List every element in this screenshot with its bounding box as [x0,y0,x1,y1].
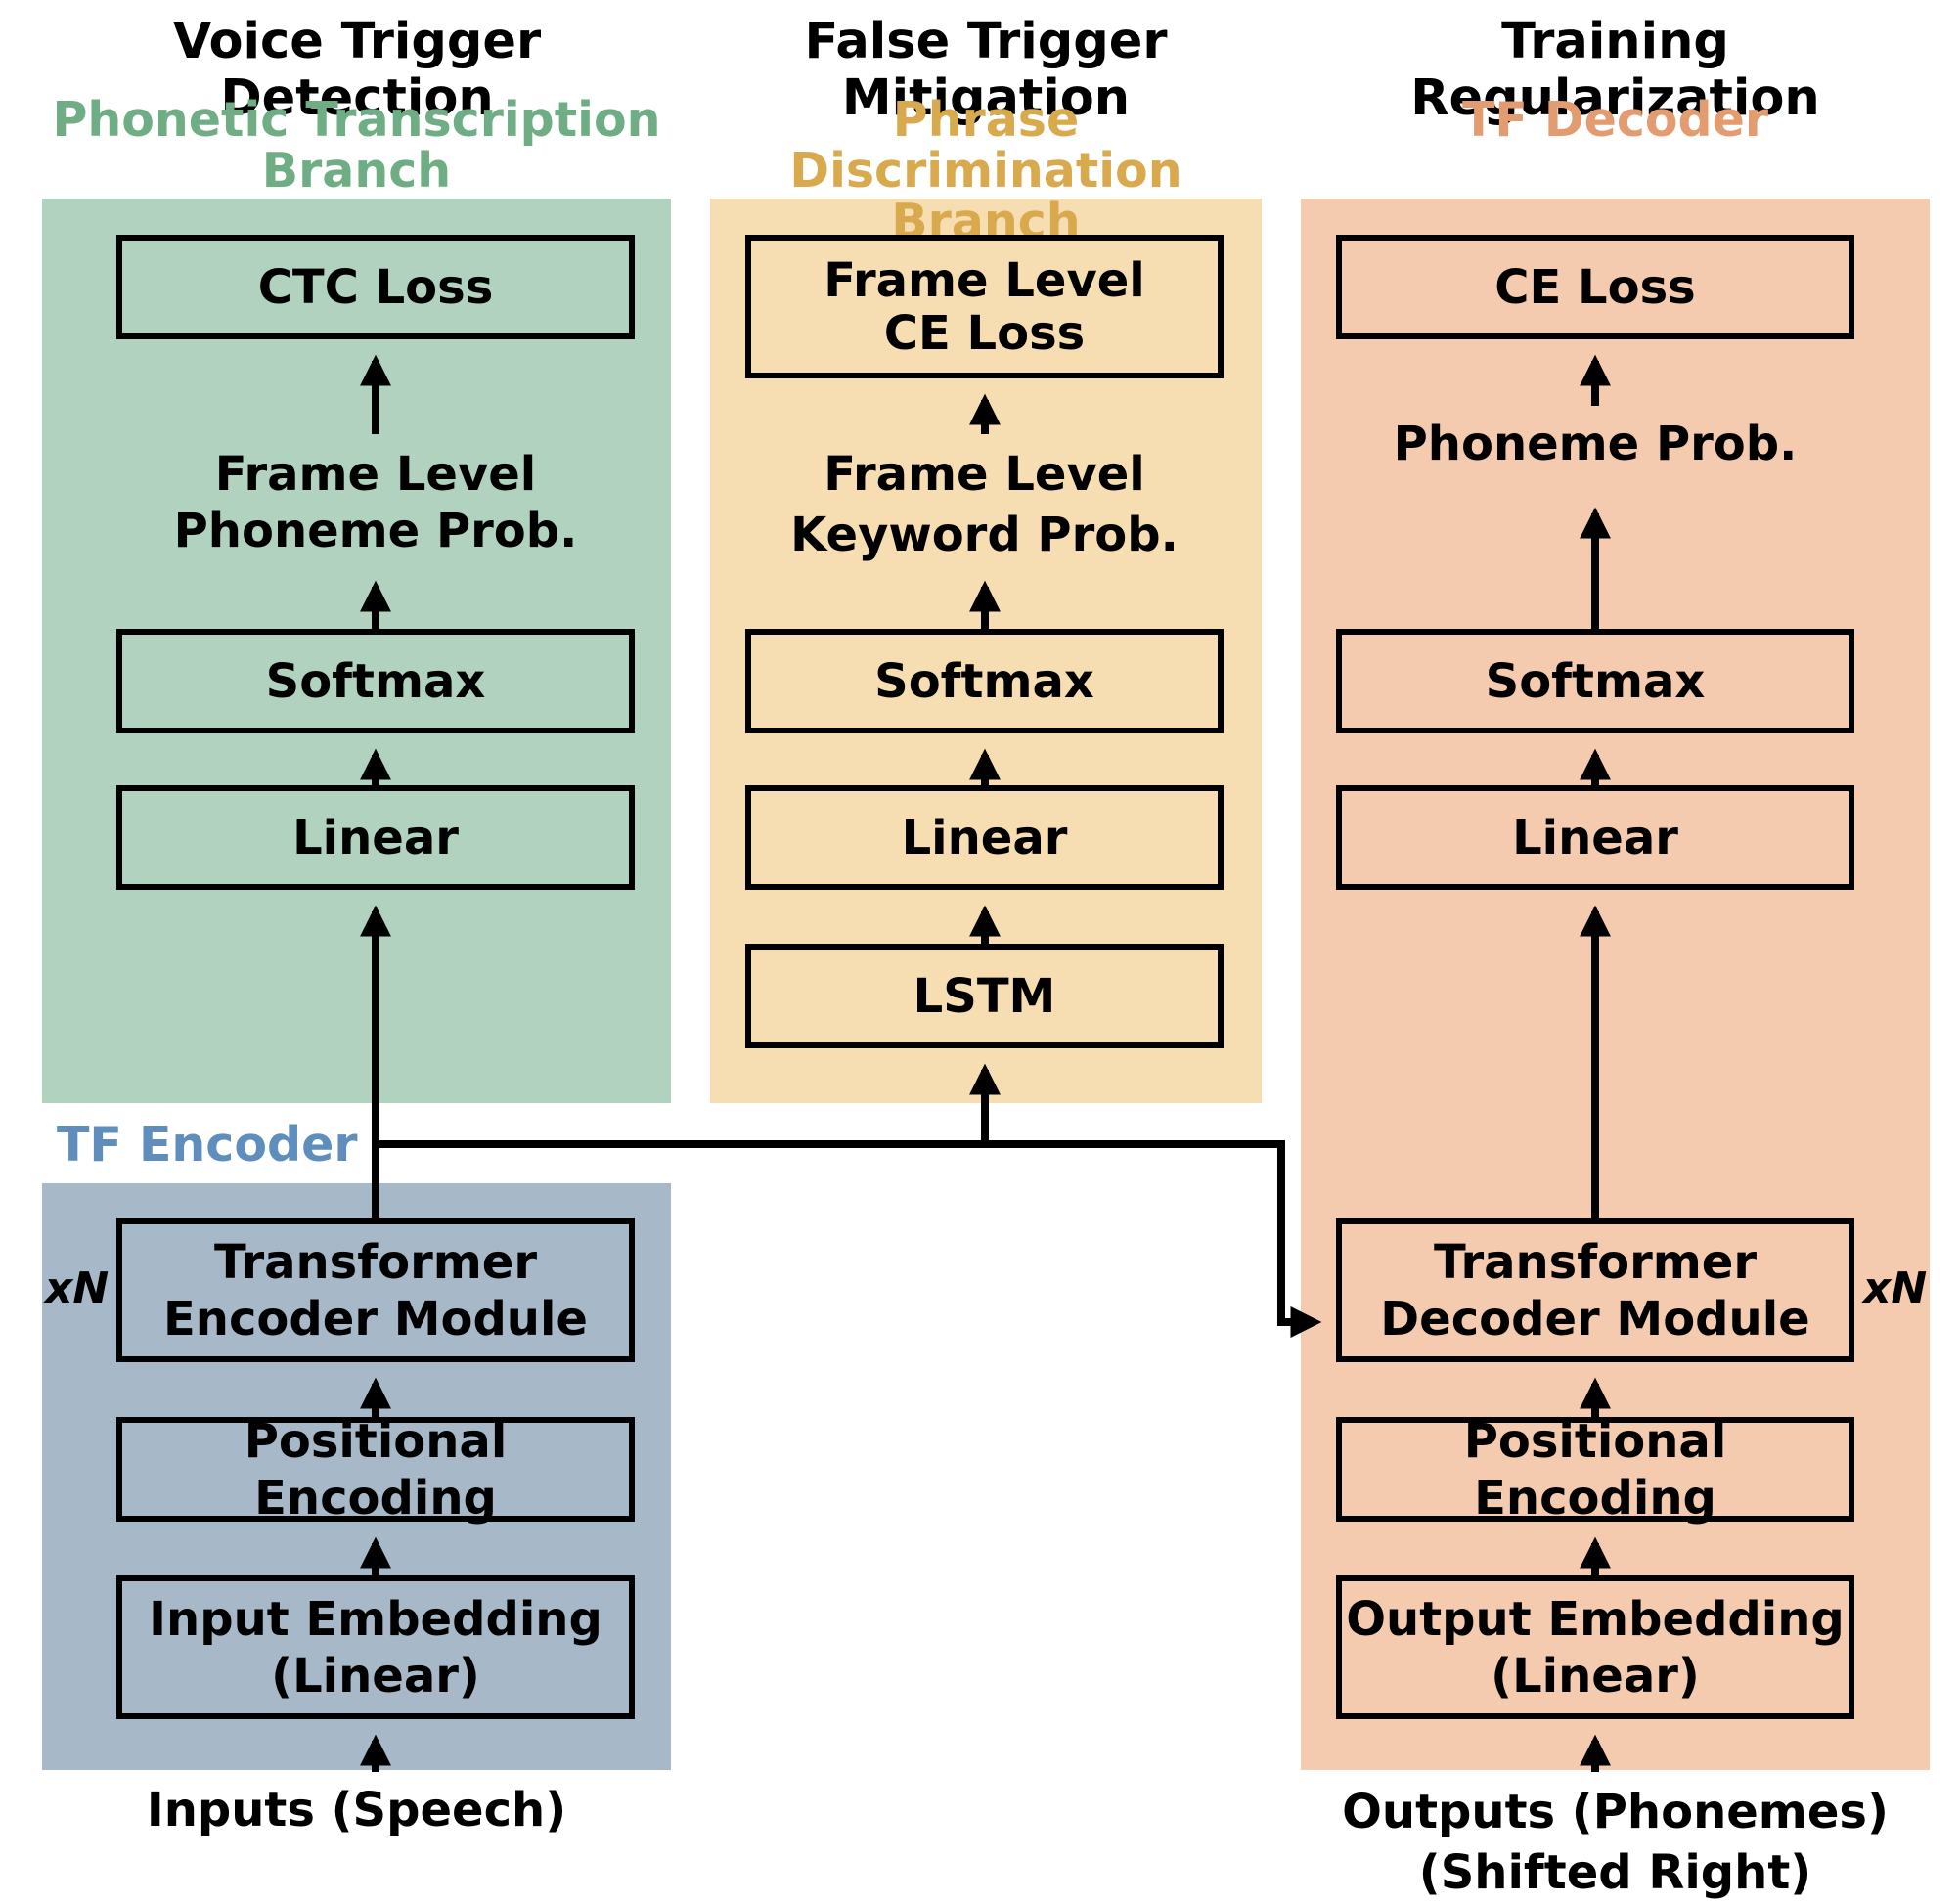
encoder-output-bus [376,1140,1322,1338]
decoder-repeat-label: xN [1863,1263,1928,1313]
encoder-positional-encoding-box: Positional Encoding [116,1414,635,1526]
tf-encoder-title: TF Encoder [57,1117,358,1173]
decoder-positional-encoding-box: Positional Encoding [1336,1414,1854,1526]
transformer-decoder-module-box: Transformer Decoder Module [1336,1218,1854,1362]
ctc-loss-box: CTC Loss [116,235,635,339]
tf-decoder-subtitle: TF Decoder [1461,92,1769,148]
phonetic-branch-subtitle: Phonetic Transcription Branch [52,92,661,199]
phonetic-branch-panel [42,199,671,1103]
frame-level-keyword-prob-label: Frame Level Keyword Prob. [790,447,1179,562]
decoder-softmax-box: Softmax [1336,629,1854,733]
ce-loss-box: CE Loss [1336,235,1854,339]
lstm-box: LSTM [745,944,1224,1048]
frame-level-phoneme-prob-label: Frame Level Phoneme Prob. [173,447,578,558]
tf-decoder-panel [1301,199,1930,1770]
phoneme-prob-label: Phoneme Prob. [1393,417,1798,471]
input-embedding-box: Input Embedding (Linear) [116,1575,635,1719]
phrase-branch-panel [710,199,1262,1103]
inputs-speech-label: Inputs (Speech) [146,1783,567,1837]
frame-level-ce-loss-box: Frame Level CE Loss [745,235,1224,378]
phrase-softmax-box: Softmax [745,629,1224,733]
encoder-repeat-label: xN [45,1263,110,1313]
outputs-phonemes-label: Outputs (Phonemes) (Shifted Right) [1342,1785,1889,1900]
output-embedding-box: Output Embedding (Linear) [1336,1575,1854,1719]
transformer-encoder-module-box: Transformer Encoder Module [116,1218,635,1362]
voice-softmax-box: Softmax [116,629,635,733]
phrase-linear-box: Linear [745,785,1224,890]
training-regularization-title: Training Regularization [1410,13,1820,127]
voice-linear-box: Linear [116,785,635,890]
voice-trigger-title: Voice Trigger Detection [172,13,542,127]
tf-encoder-panel [42,1183,671,1770]
false-trigger-title: False Trigger Mitigation [804,13,1168,127]
decoder-linear-box: Linear [1336,785,1854,890]
